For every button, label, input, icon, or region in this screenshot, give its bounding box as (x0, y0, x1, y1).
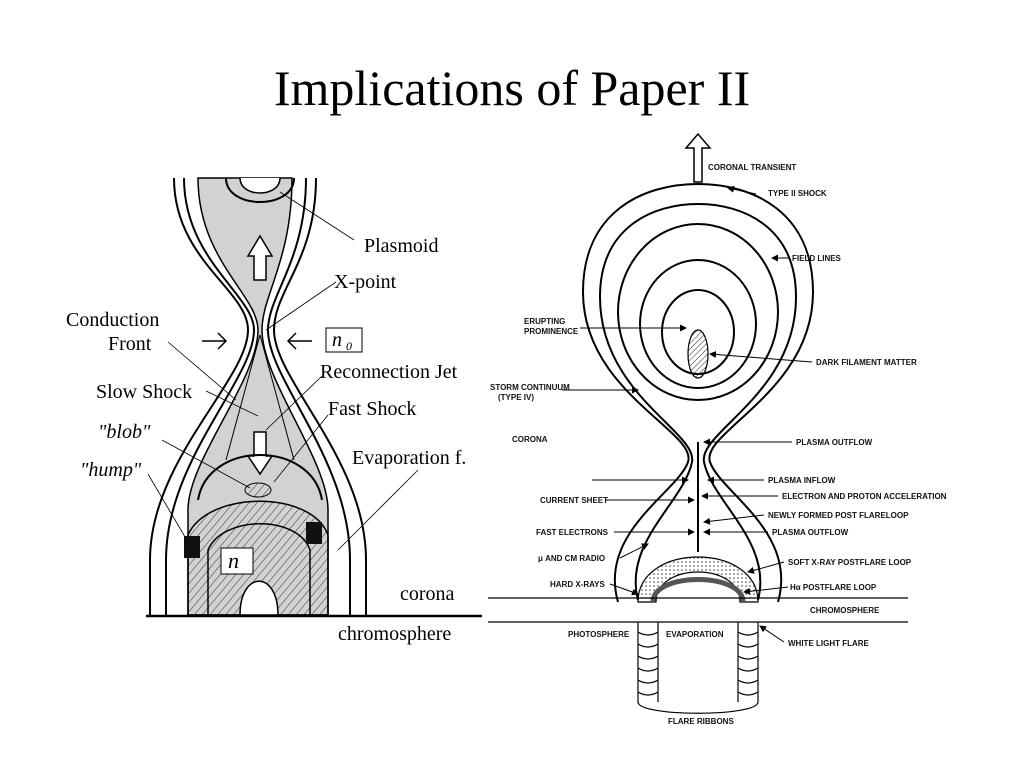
reconnection-model-svg: n n 0 Plasmoid X-point Conduction Front … (66, 177, 482, 645)
n0-box (325, 327, 363, 353)
n0-label: n (332, 329, 342, 351)
label-fast-shock: Fast Shock (328, 398, 416, 420)
dark-filament (687, 329, 709, 379)
n-box (220, 547, 254, 575)
outer-field-lines (149, 177, 367, 615)
halpha-loop (650, 577, 746, 603)
label-radio: μ AND CM RADIO (538, 554, 605, 563)
label-fast-electrons: FAST ELECTRONS (536, 528, 609, 537)
n-label: n (228, 548, 239, 573)
label-storm-continuum: STORM CONTINUUM (490, 383, 570, 392)
label-hard-xray: HARD X-RAYS (550, 580, 605, 589)
label-halpha-loop: Hα POSTFLARE LOOP (790, 583, 877, 592)
label-type-ii-shock: TYPE II SHOCK (768, 189, 827, 198)
label-plasmoid: Plasmoid (364, 235, 438, 257)
label-current-sheet: CURRENT SHEET (540, 496, 608, 505)
flare-model-svg: CORONAL TRANSIENT TYPE II SHOCK FIELD LI… (488, 132, 947, 726)
leader-lines (147, 191, 419, 551)
label-coronal-transient: CORONAL TRANSIENT (708, 163, 796, 172)
field-lines (581, 182, 815, 603)
plasmoid-loop (225, 177, 295, 203)
n0-subscript: 0 (346, 339, 352, 353)
slide-title: Implications of Paper II (273, 60, 751, 116)
conduction-front-arrows (202, 332, 312, 350)
post-flare-loop (187, 500, 329, 616)
label-arrows (562, 185, 813, 643)
label-slow-shock: Slow Shock (96, 381, 192, 403)
label-type-iv: (TYPE IV) (498, 393, 534, 402)
reconnection-model-diagram: n n 0 Plasmoid X-point Conduction Front … (58, 170, 488, 660)
label-plasma-inflow: PLASMA INFLOW (768, 476, 836, 485)
flare-ribbon-feet (637, 622, 759, 714)
label-plasma-outflow-top: PLASMA OUTFLOW (796, 438, 873, 447)
label-white-light: WHITE LIGHT FLARE (788, 639, 870, 648)
label-front: Front (108, 333, 152, 355)
label-dark-filament: DARK FILAMENT MATTER (816, 358, 917, 367)
label-newly-formed: NEWLY FORMED POST FLARELOOP (768, 511, 909, 520)
label-flare-ribbons: FLARE RIBBONS (668, 717, 734, 726)
fast-shock-dome (197, 454, 323, 501)
flare-model-diagram: CORONAL TRANSIENT TYPE II SHOCK FIELD LI… (488, 132, 958, 732)
label-erupting: ERUPTING (524, 317, 565, 326)
label-chromosphere: chromosphere (338, 623, 451, 645)
label-photosphere: PHOTOSPHERE (568, 630, 630, 639)
upward-jet-arrow (246, 234, 274, 281)
label-blob: "blob" (98, 421, 151, 443)
coronal-transient-arrow (684, 132, 712, 183)
label-chromosphere-right: CHROMOSPHERE (810, 606, 880, 615)
loop-core (239, 580, 279, 616)
label-corona: corona (400, 583, 455, 605)
blob (244, 482, 272, 498)
label-plasma-outflow-bottom: PLASMA OUTFLOW (772, 528, 849, 537)
label-reconnection-jet: Reconnection Jet (320, 361, 458, 383)
label-conduction: Conduction (66, 309, 159, 331)
label-x-point: X-point (334, 271, 397, 293)
label-hump: "hump" (80, 459, 142, 481)
label-corona: CORONA (512, 435, 548, 444)
soft-xray-loop (637, 556, 759, 603)
label-prominence: PROMINENCE (524, 327, 579, 336)
label-evaporation-right: EVAPORATION (666, 630, 724, 639)
label-electron-proton: ELECTRON AND PROTON ACCELERATION (782, 492, 947, 501)
label-soft-xray: SOFT X-RAY POSTFLARE LOOP (788, 558, 912, 567)
hump-right (306, 522, 322, 544)
label-evaporation: Evaporation f. (352, 447, 466, 469)
label-field-lines: FIELD LINES (792, 254, 842, 263)
